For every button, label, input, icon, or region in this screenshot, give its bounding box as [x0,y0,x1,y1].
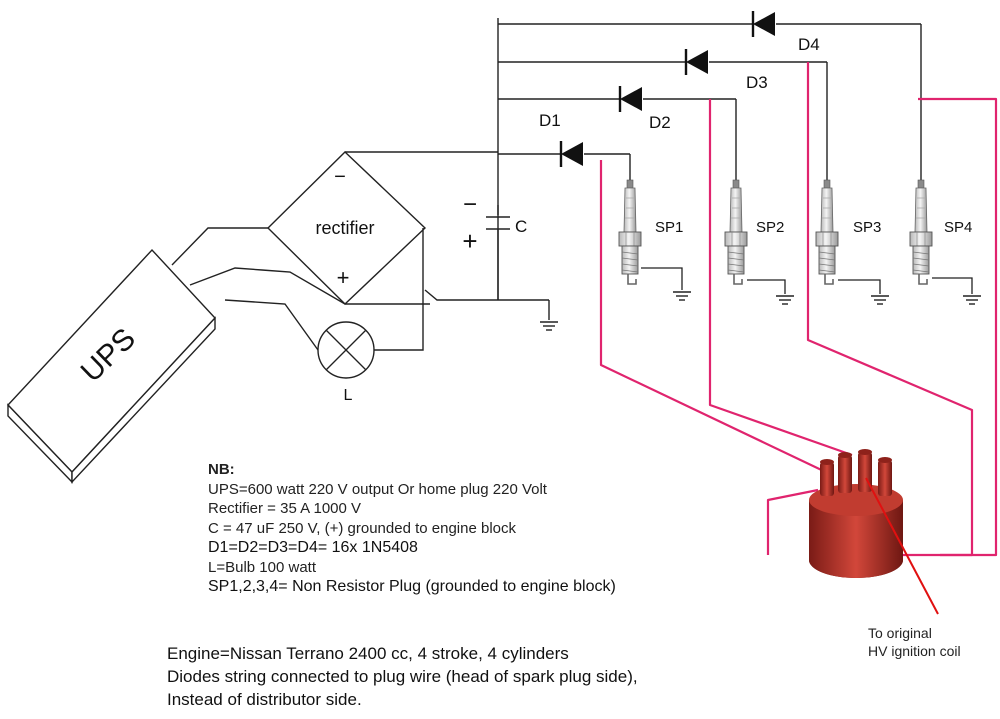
diode-label-d2: D2 [649,113,671,132]
hv-plug-wires [599,62,998,557]
capacitor-label: C [515,217,527,236]
spark-plug-sp3: SP3 [815,179,890,305]
spark-plug-sp2: SP2 [724,179,795,305]
lamp: L [317,321,375,404]
note-line: D1=D2=D3=D4= 16x 1N5408 [208,539,418,556]
coil-note-line: HV ignition coil [868,643,961,659]
spark-plug-sp1: SP1 [618,179,692,301]
coil-lead-wire [865,477,939,615]
diode-d1: D1 [539,111,585,169]
plug-label-sp2: SP2 [756,219,784,236]
engine-notes: Engine=Nissan Terrano 2400 cc, 4 stroke,… [167,642,638,711]
notes-block: NB: UPS=600 watt 220 V output Or home pl… [208,460,616,597]
diode-label-d1: D1 [539,111,561,130]
diode-d2: D2 [618,84,671,132]
spark-plug-sp4: SP4 [909,179,982,305]
note-line: C = 47 uF 250 V, (+) grounded to engine … [208,519,516,537]
coil-note-line: To original [868,625,932,641]
diode-d4: D4 [751,9,820,54]
notes-title: NB: [208,461,235,478]
ground-symbol [539,321,559,331]
note-line: L=Bulb 100 watt [208,558,316,576]
plug-label-sp4: SP4 [944,219,972,236]
note-line: Rectifier = 35 A 1000 V [208,500,362,517]
plug-label-sp1: SP1 [655,219,683,236]
rectifier-minus-label: − [334,166,346,188]
ups-box: UPS [7,248,216,484]
diode-label-d4: D4 [798,35,820,54]
rectifier: rectifier − + [267,151,427,305]
note-line: SP1,2,3,4= Non Resistor Plug (grounded t… [208,578,616,595]
engine-note-line: Diodes string connected to plug wire (he… [167,667,638,686]
capacitor-minus-label: − [463,191,477,218]
rectifier-label: rectifier [315,218,374,238]
diode-d3: D3 [684,47,768,92]
dc-wiring [171,18,922,351]
rectifier-plus-label: + [337,265,350,290]
diode-label-d3: D3 [746,73,768,92]
lamp-label: L [344,387,353,404]
plug-label-sp3: SP3 [853,219,881,236]
coil-note: To original HV ignition coil [868,624,961,660]
note-line: UPS=600 watt 220 V output Or home plug 2… [208,480,547,498]
engine-note-line: Engine=Nissan Terrano 2400 cc, 4 stroke,… [167,644,569,663]
distributor-cap [809,449,903,578]
capacitor-plus-label: + [462,226,477,256]
engine-note-line: Instead of distributor side. [167,690,362,709]
capacitor: C − + [462,191,527,300]
